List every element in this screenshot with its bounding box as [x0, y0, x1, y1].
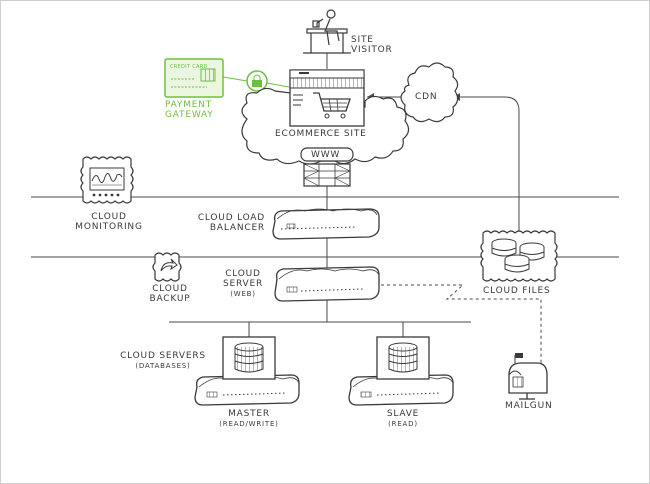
- cloud-monitoring-line-2: MONITORING: [75, 222, 143, 232]
- load-balancer-label: CLOUD LOAD BALANCER: [179, 213, 265, 233]
- cloud-backup-line-1: CLOUD: [152, 284, 188, 294]
- mailgun-label: MAILGUN: [505, 401, 553, 411]
- master-line-1: MASTER: [228, 409, 270, 419]
- cdn-cloud-icon: [400, 62, 459, 123]
- monitoring-icon: [80, 156, 134, 204]
- cloud-backup-label: CLOUD BACKUP: [145, 284, 195, 304]
- payment-gateway-line-1: PAYMENT: [165, 100, 213, 110]
- www-label: WWW: [311, 150, 341, 160]
- cloud-server-line-2: SERVER: [222, 279, 264, 289]
- cloud-server-label: CLOUD SERVER (WEB): [217, 269, 269, 299]
- master-label: MASTER (READ/WRITE): [207, 409, 291, 429]
- payment-link-2: [266, 82, 290, 88]
- credit-card-icon: [164, 58, 224, 98]
- cloud-monitoring-label: CLOUD MONITORING: [71, 212, 147, 232]
- cloud-files-label: CLOUD FILES: [483, 286, 551, 296]
- payment-link: [222, 76, 248, 82]
- cloud-servers-line-1: CLOUD SERVERS: [120, 351, 206, 361]
- web-server-icon: [274, 266, 380, 302]
- cloud-servers-label: CLOUD SERVERS (DATABASES): [115, 351, 211, 371]
- credit-card-text: CREDIT CARD: [170, 64, 208, 70]
- master-line-2: (READ/WRITE): [219, 420, 279, 428]
- cloud-backup-line-2: BACKUP: [149, 294, 191, 304]
- payment-gateway-line-2: GATEWAY: [165, 110, 214, 120]
- cdn-label: CDN: [415, 92, 438, 102]
- site-visitor-line-1: SITE: [351, 35, 374, 45]
- cloud-server-line-3: (WEB): [230, 290, 256, 298]
- master-db-icon: [194, 336, 300, 406]
- load-balancer-icon: [272, 208, 380, 240]
- mail-dashed-link: [381, 284, 542, 373]
- payment-gateway-label: PAYMENT GATEWAY: [165, 100, 214, 120]
- cloud-monitoring-line-1: CLOUD: [91, 212, 127, 222]
- slave-db-icon: [348, 336, 454, 406]
- site-visitor-icon: [303, 9, 351, 54]
- firewall-icon: [300, 147, 354, 187]
- load-balancer-line-2: BALANCER: [209, 223, 265, 233]
- cloud-servers-line-2: (DATABASES): [135, 362, 191, 370]
- mailgun-icon: [508, 353, 548, 400]
- backup-icon: [152, 252, 182, 282]
- slave-line-2: (READ): [388, 420, 418, 428]
- cloud-files-icon: [480, 230, 558, 282]
- load-balancer-line-1: CLOUD LOAD: [197, 213, 265, 223]
- site-visitor-line-2: VISITOR: [351, 45, 393, 55]
- slave-label: SLAVE (READ): [361, 409, 445, 429]
- site-visitor-label: SITE VISITOR: [351, 35, 393, 55]
- ecommerce-site-label: ECOMMERCE SITE: [275, 129, 367, 139]
- lock-icon: [246, 70, 268, 92]
- files-to-cdn-link: [453, 96, 520, 233]
- slave-line-1: SLAVE: [386, 409, 420, 419]
- storefront-icon: [289, 69, 365, 127]
- cloud-server-line-1: CLOUD: [225, 269, 261, 279]
